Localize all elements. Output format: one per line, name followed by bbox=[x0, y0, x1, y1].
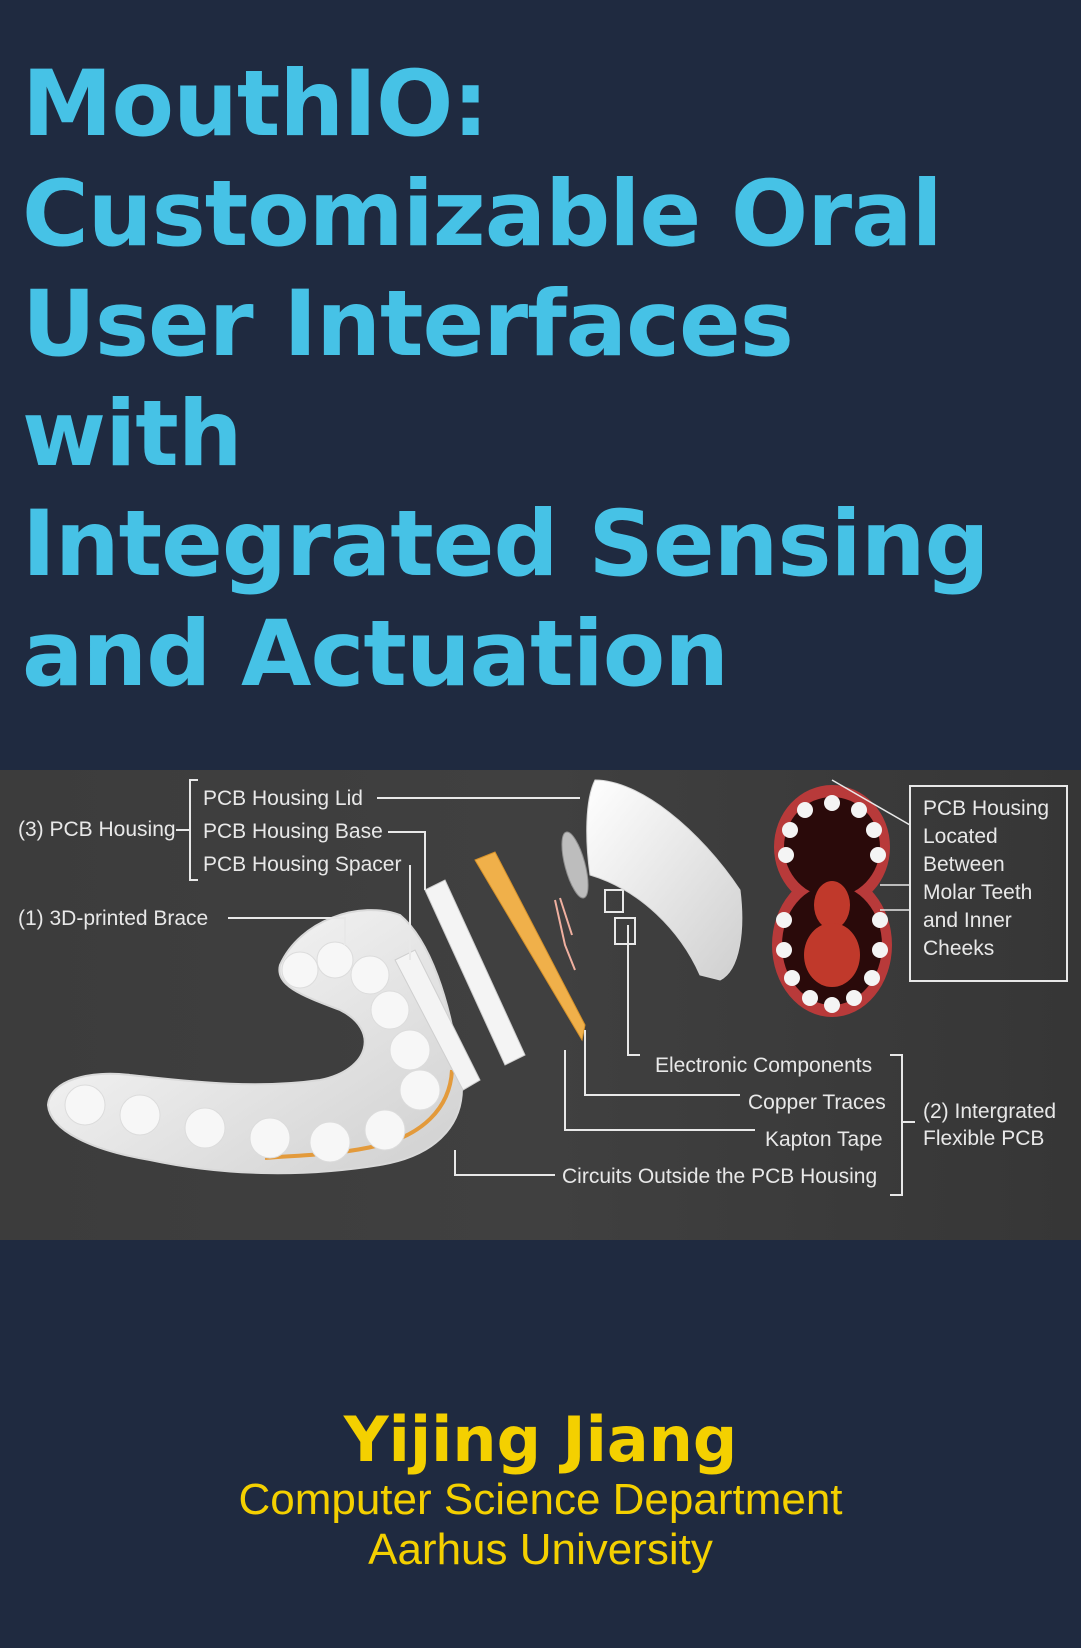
label-housing-spacer: PCB Housing Spacer bbox=[203, 853, 401, 876]
location-line-6: Cheeks bbox=[923, 937, 994, 960]
label-flex-pcb-2: Flexible PCB bbox=[923, 1127, 1044, 1150]
label-circuits-outside: Circuits Outside the PCB Housing bbox=[562, 1165, 877, 1188]
housing-spacer-shape bbox=[394, 949, 481, 1091]
location-line-4: Molar Teeth bbox=[923, 881, 1032, 904]
exploded-view-figure: (3) PCB Housing PCB Housing Lid PCB Hous… bbox=[0, 770, 1081, 1240]
component-shape bbox=[604, 889, 624, 913]
title-line-3: User Interfaces bbox=[22, 272, 794, 377]
flex-pcb-shape bbox=[474, 851, 586, 1042]
component-shape bbox=[614, 917, 636, 945]
brace-shape bbox=[46, 909, 463, 1175]
title-line-4: with bbox=[22, 382, 243, 487]
location-line-3: Between bbox=[923, 853, 1005, 876]
author-name: Yijing Jiang bbox=[343, 1403, 738, 1476]
mouth-illustration bbox=[772, 779, 911, 1017]
label-flex-pcb-1: (2) Intergrated bbox=[923, 1100, 1056, 1123]
location-line-5: and Inner bbox=[923, 909, 1012, 932]
page-title: MouthIO: Customizable Oral User Interfac… bbox=[22, 50, 1062, 710]
title-line-6: and Actuation bbox=[22, 602, 729, 707]
housing-base-shape bbox=[424, 879, 526, 1066]
author-department: Computer Science Department bbox=[238, 1475, 843, 1524]
label-housing-lid: PCB Housing Lid bbox=[203, 787, 363, 810]
leader-lines bbox=[176, 779, 915, 1196]
housing-lid-shape bbox=[586, 779, 743, 981]
battery-shape bbox=[561, 831, 589, 899]
author-block: Yijing Jiang Computer Science Department… bbox=[0, 1405, 1081, 1575]
label-kapton-tape: Kapton Tape bbox=[765, 1128, 883, 1151]
location-line-2: Located bbox=[923, 825, 998, 848]
title-line-2: Customizable Oral bbox=[22, 162, 943, 267]
title-line-1: MouthIO: bbox=[22, 52, 489, 157]
location-box bbox=[909, 785, 1068, 982]
label-housing-base: PCB Housing Base bbox=[203, 820, 383, 843]
title-line-5: Integrated Sensing bbox=[22, 492, 990, 597]
location-line-1: PCB Housing bbox=[923, 797, 1049, 820]
figure-svg: (3) PCB Housing PCB Housing Lid PCB Hous… bbox=[0, 770, 1081, 1240]
author-university: Aarhus University bbox=[368, 1525, 713, 1574]
label-electronic-components: Electronic Components bbox=[655, 1054, 872, 1077]
label-brace: (1) 3D-printed Brace bbox=[18, 907, 208, 930]
label-pcb-housing: (3) PCB Housing bbox=[18, 818, 176, 841]
copper-traces-shape bbox=[554, 897, 576, 971]
label-copper-traces: Copper Traces bbox=[748, 1091, 886, 1114]
